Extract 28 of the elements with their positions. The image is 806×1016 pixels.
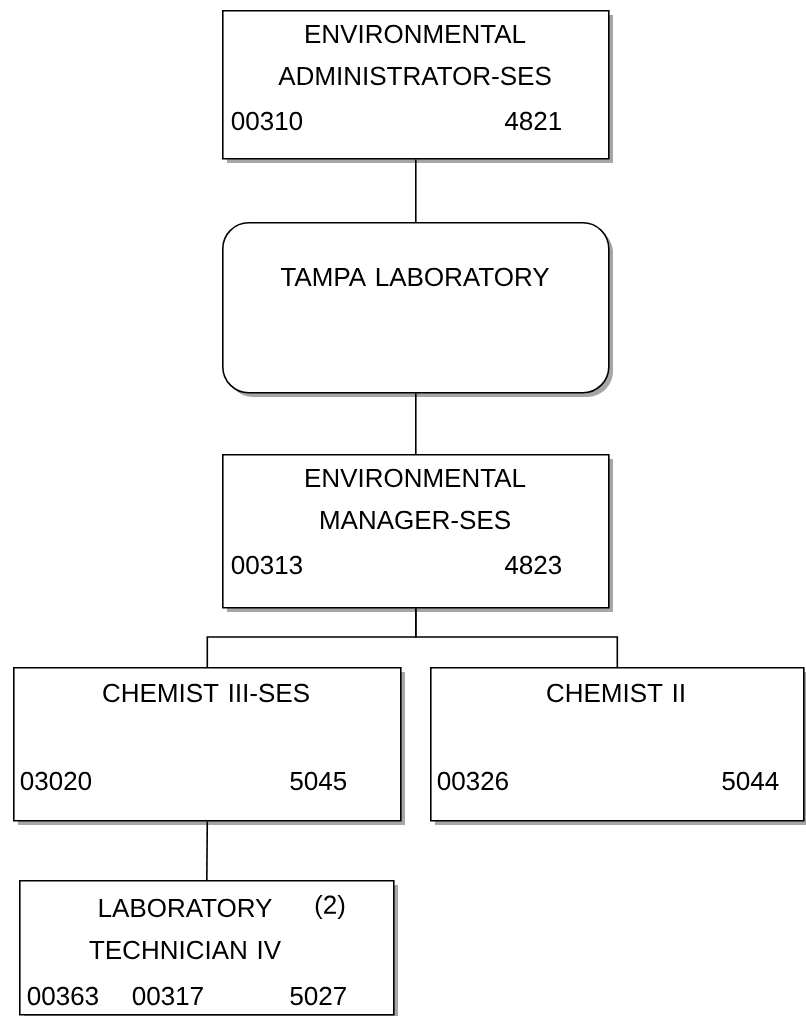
position-count: (2) [315, 894, 345, 920]
position-number: 00313 [231, 555, 302, 575]
job-title: ENVIRONMENTAL ADMINISTRATOR-SES [278, 24, 551, 86]
class-code: 4821 [504, 111, 561, 131]
job-title: CHEMIST II [547, 683, 684, 703]
connector-line [415, 158, 417, 223]
position-box [13, 667, 405, 825]
job-title: LABORATORY TECHNICIAN IV [89, 898, 281, 960]
position-number: 00326 [437, 771, 508, 791]
job-title: CHEMIST III-SES [103, 683, 309, 703]
position-number: 00317 [132, 986, 203, 1006]
position-number: 00310 [231, 111, 303, 131]
connector-line [206, 820, 209, 881]
position-number: 03020 [20, 771, 92, 791]
unit-box [222, 222, 613, 397]
position-box [222, 454, 613, 612]
class-code: 5027 [290, 986, 346, 1006]
position-box [430, 667, 806, 825]
unit-name: TAMPA LABORATORY [281, 267, 550, 287]
class-code: 4823 [504, 555, 562, 575]
connector-line [415, 392, 417, 455]
position-number: 00363 [27, 986, 98, 1006]
job-title: ENVIRONMENTAL MANAGER-SES [306, 468, 526, 530]
position-box [19, 880, 398, 1016]
position-box [222, 10, 613, 163]
class-code: 5044 [722, 771, 779, 791]
connector-line [415, 607, 619, 668]
class-code: 5045 [290, 771, 347, 791]
